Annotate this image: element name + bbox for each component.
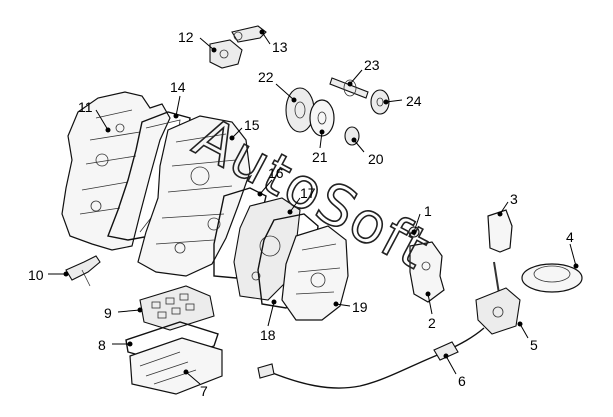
callout-18: 18 [260, 327, 276, 343]
callout-7: 7 [200, 383, 208, 399]
part-3-shift-knob [487, 209, 513, 253]
callout-19: 19 [352, 299, 368, 315]
part-23-shaft [329, 77, 369, 99]
part-22-gear [285, 87, 315, 133]
callout-22: 22 [258, 69, 274, 85]
leader-lines [48, 29, 579, 385]
callout-12: 12 [178, 29, 194, 45]
part-4-boot [521, 263, 583, 293]
part-5-shift-lever [475, 261, 521, 335]
callout-21: 21 [312, 149, 328, 165]
callout-1: 1 [424, 203, 432, 219]
callout-10: 10 [28, 267, 44, 283]
part-17-cover-plate [233, 197, 301, 301]
callout-24: 24 [406, 93, 422, 109]
callout-20: 20 [368, 151, 384, 167]
callout-11: 11 [78, 99, 93, 115]
part-11-transmission-case [61, 91, 171, 251]
callout-9: 9 [104, 305, 112, 321]
callout-14: 14 [170, 79, 186, 95]
part-12-bracket [209, 39, 243, 69]
part-19-end-cover [281, 225, 349, 321]
callout-15: 15 [244, 117, 260, 133]
part-8-pan-gasket [125, 321, 219, 363]
callout-2: 2 [428, 315, 436, 331]
part-20-bearing [344, 126, 360, 146]
callout-23: 23 [364, 57, 380, 73]
callout-4: 4 [566, 229, 574, 245]
part-9-valve-body [139, 285, 215, 331]
part-13-lever [231, 25, 267, 43]
callout-6: 6 [458, 373, 466, 389]
part-10-sensor [65, 255, 101, 287]
callout-16: 16 [268, 165, 284, 181]
part-7-oil-pan [129, 337, 223, 395]
part-6-shift-cable [257, 327, 485, 389]
callout-13: 13 [272, 39, 288, 55]
callout-3: 3 [510, 191, 518, 207]
callout-5: 5 [530, 337, 538, 353]
callout-8: 8 [98, 337, 106, 353]
part-15-main-housing [137, 115, 251, 277]
callout-17: 17 [300, 185, 316, 201]
part-2-bracket [409, 241, 445, 303]
callout-labels: 1 2 3 4 5 6 7 8 9 10 11 12 13 14 15 16 1… [28, 29, 574, 399]
